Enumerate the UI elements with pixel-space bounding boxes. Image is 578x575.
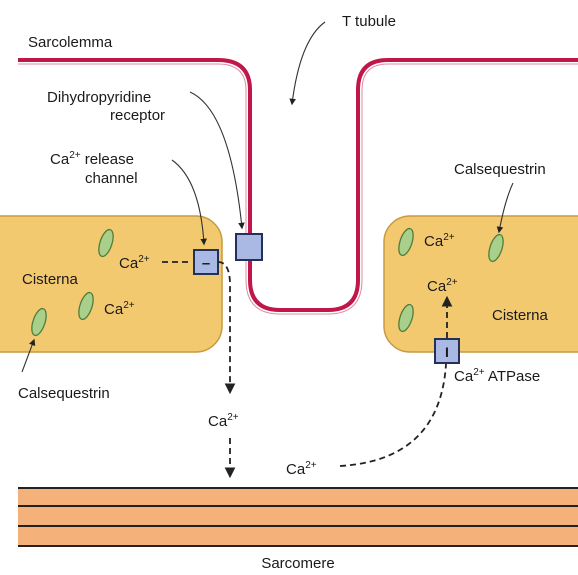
release-channel-label-line2: channel: [85, 170, 138, 187]
ca-diffusion-arrow-1: [217, 261, 236, 395]
t-tubule-pointer: [289, 21, 326, 106]
sarcolemma-label: Sarcolemma: [28, 34, 113, 51]
calsequestrin-left-label: Calsequestrin: [18, 385, 110, 402]
calsequestrin-left-3: [31, 307, 47, 337]
sarcolemma-membrane: [18, 58, 578, 312]
ca-atpase-pump: [434, 338, 460, 364]
sarcolemma-inner-line: [18, 63, 578, 315]
ca-label-right-2: Ca2+: [427, 277, 458, 295]
sarcomere: [18, 488, 578, 546]
ca-label-cytosol-1: Ca2+: [208, 412, 239, 430]
cisterna-left: [0, 215, 223, 353]
calsequestrin-right-pointer: [496, 182, 514, 234]
ca-label-right-1: Ca2+: [424, 232, 455, 250]
calsequestrin-right-1: [398, 227, 414, 257]
release-channel-pointer: [171, 159, 207, 246]
ca-atpase-label: Ca2+ ATPase: [454, 367, 540, 385]
dhp-label-line2: receptor: [110, 107, 165, 124]
cisterna-left-label: Cisterna: [22, 271, 79, 288]
ca-reuptake-arrow: [339, 363, 447, 467]
sarcomere-label: Sarcomere: [261, 555, 334, 572]
calsequestrin-right-2: [488, 233, 504, 263]
ca-label-cytosol-2: Ca2+: [286, 460, 317, 478]
ca-label-left-2: Ca2+: [104, 300, 135, 318]
dhp-pointer: [189, 91, 245, 230]
cisterna-right-label: Cisterna: [492, 307, 549, 324]
atpase-symbol: I: [445, 344, 449, 360]
t-tubule-label: T tubule: [342, 13, 396, 30]
release-channel-label-line1: Ca2+ release: [50, 150, 134, 168]
ca-label-left-1: Ca2+: [119, 254, 150, 272]
calsequestrin-left-1: [98, 228, 114, 258]
dhp-label-line1: Dihydropyridine: [47, 89, 151, 106]
release-channel-symbol: –: [202, 255, 210, 272]
calsequestrin-left-pointer: [21, 338, 36, 373]
cisterna-right: [383, 215, 578, 353]
dihydropyridine-receptor: [235, 233, 263, 261]
calsequestrin-left-2: [78, 291, 94, 321]
calsequestrin-right-label: Calsequestrin: [454, 161, 546, 178]
calsequestrin-right-3: [398, 303, 414, 333]
